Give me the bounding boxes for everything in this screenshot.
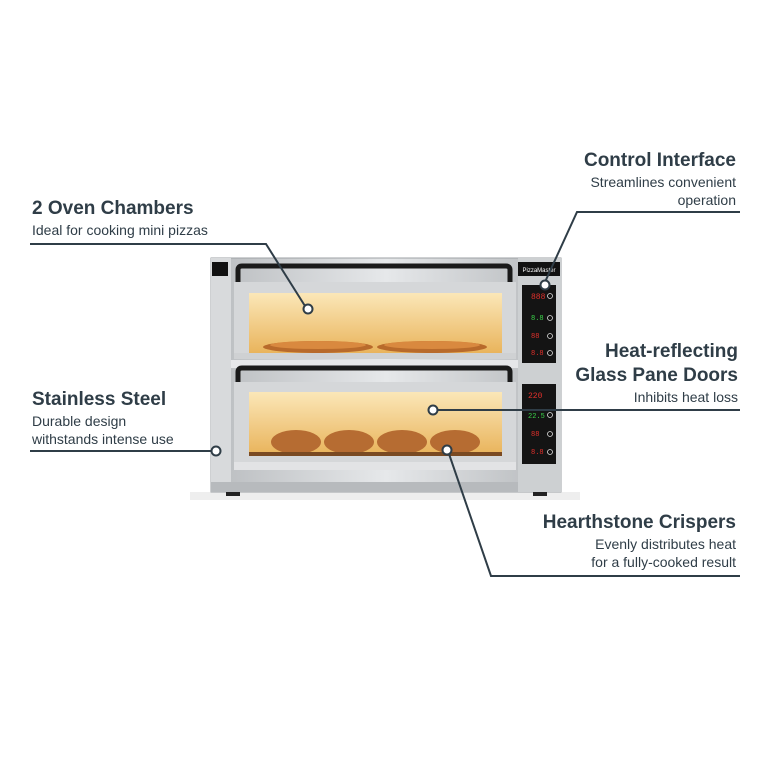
chambers-callout-line	[30, 243, 306, 307]
control-callout-dot	[539, 279, 551, 291]
hearthstone-crispers-callout: Hearthstone Crispers Evenly distributes …	[543, 511, 736, 571]
callout-desc: operation	[677, 192, 736, 208]
callout-desc: withstands intense use	[32, 431, 174, 447]
bread-roll	[324, 430, 374, 454]
button-icon[interactable]	[547, 449, 553, 455]
lower-door-handle	[235, 365, 513, 383]
callout-title: Hearthstone Crispers	[542, 512, 736, 533]
bread-roll	[430, 430, 480, 454]
oven-left-trim	[211, 258, 231, 492]
callout-desc: Streamlines convenient	[590, 174, 736, 190]
callout-desc: for a fully-cooked result	[591, 554, 736, 570]
callout-title: Control Interface	[583, 150, 736, 171]
oven-chambers-callout: 2 Oven Chambers Ideal for cooking mini p…	[32, 197, 208, 239]
brand-label: PizzaMaster	[522, 268, 555, 274]
crispers-callout-line	[447, 450, 740, 577]
lower-timer-readout: 22.5	[528, 413, 545, 421]
callout-title: Glass Pane Doors	[575, 365, 738, 386]
upper-door-handle	[235, 263, 513, 283]
callout-title: Stainless Steel	[32, 389, 167, 410]
lower-control-panel	[522, 384, 556, 464]
callout-desc: Durable design	[32, 413, 127, 429]
lower-temp-readout: 220	[528, 392, 543, 401]
bread-roll	[271, 430, 321, 454]
callout-desc: Inhibits heat loss	[633, 389, 738, 405]
button-icon[interactable]	[547, 350, 553, 356]
upper-control-panel	[522, 285, 556, 363]
control-interface-callout: Control Interface Streamlines convenient…	[584, 149, 736, 209]
upper-top-heat-readout: 88	[531, 333, 539, 341]
bread-roll	[377, 430, 427, 454]
upper-bottom-heat-readout: 8.8	[531, 350, 544, 358]
stainless-steel-callout: Stainless Steel Durable design withstand…	[32, 388, 174, 448]
button-icon[interactable]	[547, 431, 553, 437]
button-icon[interactable]	[547, 315, 553, 321]
badge-icon	[212, 262, 228, 276]
glass-doors-callout: Heat-reflecting Glass Pane Doors Inhibit…	[575, 340, 738, 406]
upper-temp-readout: 888	[531, 293, 546, 302]
lower-bottom-heat-readout: 8.8	[531, 449, 544, 457]
floor-shadow	[190, 492, 580, 500]
crispers-callout-dot	[441, 444, 453, 456]
button-icon[interactable]	[547, 333, 553, 339]
glass-callout-dot	[427, 404, 439, 416]
steel-callout-dot	[210, 445, 222, 457]
callout-title: 2 Oven Chambers	[32, 198, 194, 219]
callout-desc: Evenly distributes heat	[595, 536, 736, 552]
control-callout-line	[544, 211, 740, 283]
callout-title: Heat-reflecting	[604, 341, 738, 362]
upper-timer-readout: 8.8	[531, 315, 544, 323]
button-icon[interactable]	[547, 412, 553, 418]
button-icon[interactable]	[547, 293, 553, 299]
callout-desc: Ideal for cooking mini pizzas	[32, 222, 208, 238]
hearthstone	[249, 452, 502, 456]
chambers-callout-dot	[302, 303, 314, 315]
lower-top-heat-readout: 88	[531, 431, 539, 439]
